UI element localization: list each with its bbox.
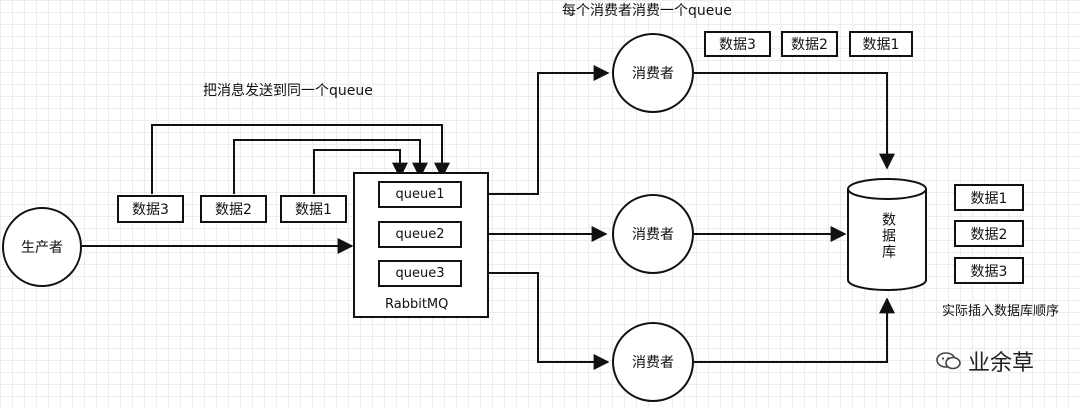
arrow-queue3-to-consumer3 <box>462 272 610 370</box>
consumer-label: 消费者 <box>632 227 674 243</box>
brand-label: 业余草 <box>968 351 1035 376</box>
db-order-caption: 实际插入数据库顺序 <box>942 304 1060 319</box>
producer-message-1: 数据1 <box>280 195 347 223</box>
db-order-1: 数据1 <box>954 184 1024 211</box>
arrow-consumer1-to-db <box>694 72 895 170</box>
queue3-box: queue3 <box>378 260 462 287</box>
producer-message-3: 数据3 <box>117 195 184 223</box>
arrow-msg2-to-queue1 <box>233 139 428 194</box>
database-cylinder <box>847 178 927 291</box>
queue1-box: queue1 <box>378 181 462 208</box>
arrow-msg3-to-queue1 <box>151 124 450 194</box>
arrow-consumer3-to-db <box>694 297 895 363</box>
brand-watermark: 业余草 <box>936 345 1034 377</box>
producer-caption: 把消息发送到同一个queue <box>203 83 373 99</box>
consumer-node-2: 消费者 <box>612 194 694 274</box>
queue-label: queue1 <box>395 187 445 202</box>
queue-label: queue3 <box>395 266 445 281</box>
database-label: 数据库 <box>880 212 896 260</box>
message-label: 数据3 <box>970 263 1008 280</box>
arrow-queue1-to-consumer1 <box>462 65 610 195</box>
message-label: 数据2 <box>970 226 1008 243</box>
consumer-label: 消费者 <box>632 66 674 82</box>
message-label: 数据3 <box>132 202 169 218</box>
arrow-msg1-to-queue1 <box>313 149 408 194</box>
queue-label: queue2 <box>395 227 445 242</box>
consumer-caption: 每个消费者消费一个queue <box>562 3 732 19</box>
consumer-label: 消费者 <box>632 355 674 371</box>
message-label: 数据1 <box>970 190 1008 207</box>
producer-message-2: 数据2 <box>200 195 267 223</box>
consumer1-message-2: 数据2 <box>781 31 838 57</box>
producer-node: 生产者 <box>2 207 82 287</box>
consumer1-message-1: 数据1 <box>849 31 913 57</box>
producer-label: 生产者 <box>21 240 63 256</box>
consumer1-message-3: 数据3 <box>704 31 771 57</box>
consumer-node-3: 消费者 <box>612 322 694 402</box>
message-label: 数据2 <box>791 37 828 53</box>
message-label: 数据1 <box>295 202 332 218</box>
message-label: 数据2 <box>215 202 252 218</box>
message-label: 数据1 <box>862 37 900 53</box>
rabbitmq-label: RabbitMQ <box>385 297 449 312</box>
db-order-3: 数据3 <box>954 257 1024 284</box>
queue2-box: queue2 <box>378 221 462 248</box>
db-order-2: 数据2 <box>954 220 1024 247</box>
consumer-node-1: 消费者 <box>612 33 694 113</box>
wechat-icon <box>936 352 961 370</box>
message-label: 数据3 <box>719 37 756 53</box>
